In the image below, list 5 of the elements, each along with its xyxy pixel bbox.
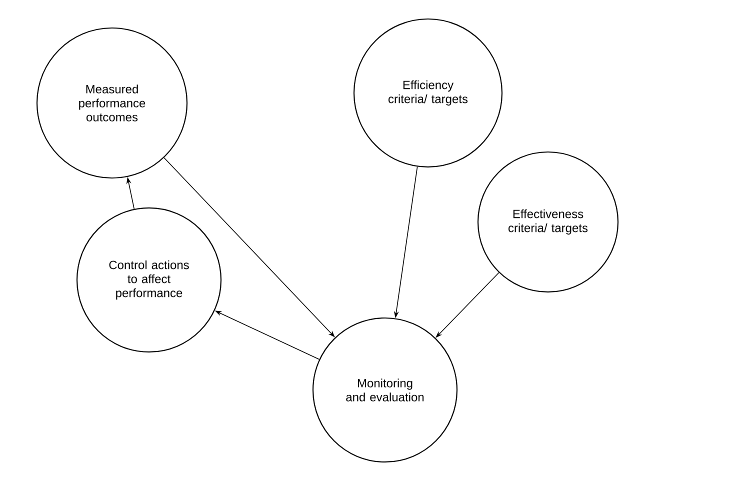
circle-node: Effectiveness criteria/ targets	[477, 151, 619, 293]
circle-node: Measured performance outcomes	[36, 27, 188, 179]
circle-node: Control actions to affect performance	[76, 207, 222, 353]
circle-node: Efficiency criteria/ targets	[353, 18, 503, 168]
circle-node: Monitoring and evaluation	[312, 317, 458, 463]
